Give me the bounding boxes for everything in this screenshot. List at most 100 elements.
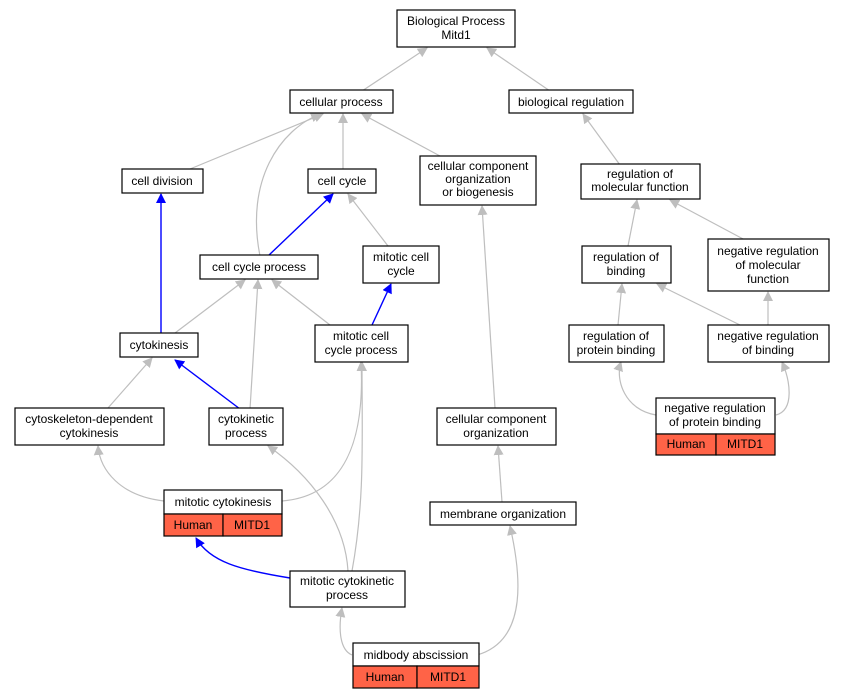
node-cytokinesis[interactable]: cytokinesis	[119, 332, 199, 358]
node-label-line: negative regulation	[664, 401, 765, 415]
node-label-line: cycle process	[325, 343, 398, 357]
edge-cytoskeleton-dep-to-cytokinesis	[107, 357, 153, 409]
node-regulation-molecular-function[interactable]: regulation of molecular function	[580, 163, 701, 200]
edge-cytokinetic-process-to-cell-cycle-process	[249, 279, 263, 410]
annotation-gene: MITD1	[430, 670, 466, 684]
edge-cell-comp-org-to-ccob	[477, 205, 496, 409]
node-biological-regulation[interactable]: biological regulation	[508, 89, 634, 114]
node-label-line: negative regulation	[717, 244, 818, 258]
edge-cellular-process-to-biological-process	[361, 47, 428, 92]
annotation-gene-cell	[416, 665, 480, 689]
edge-mitotic-cell-cycle-process-to-cell-cycle-process	[271, 279, 331, 326]
node-label-line: mitotic cell	[373, 250, 429, 264]
node-cellular-component-org-biogenesis[interactable]: cellular component organization or bioge…	[419, 155, 537, 206]
node-label-line: of protein binding	[669, 415, 761, 429]
edge-midbody-to-mitotic-cytokinetic	[335, 607, 353, 656]
node-label-line: of binding	[742, 343, 794, 357]
node-label-line: cytoskeleton-dependent	[25, 412, 153, 426]
node-regulation-protein-binding[interactable]: regulation of protein binding	[568, 324, 665, 363]
edge-mitotic-cytokinetic-to-mitotic-cytokinesis	[195, 537, 291, 579]
node-label-line: cytokinesis	[130, 338, 189, 352]
node-label-line: cellular component	[446, 412, 547, 426]
node-label-line: biological regulation	[518, 95, 624, 109]
edge-cytokinetic-process-to-cytokinesis	[174, 359, 241, 410]
node-cellular-process[interactable]: cellular process	[289, 89, 394, 114]
node-regulation-binding[interactable]: regulation of binding	[581, 245, 672, 284]
node-label-line: regulation of	[583, 329, 650, 343]
node-label-line: regulation of	[593, 250, 660, 264]
edge-mitotic-cytokinesis-to-cytoskeleton-dep	[93, 445, 165, 502]
edge-regulation-protein-binding-to-regulation-binding	[616, 283, 627, 326]
edge-midbody-to-membrane-org	[476, 525, 519, 656]
node-cellular-component-organization[interactable]: cellular component organization	[436, 407, 557, 446]
node-cell-cycle-process[interactable]: cell cycle process	[199, 254, 319, 280]
node-label-line: process	[326, 588, 368, 602]
node-biological-process[interactable]: Biological Process Mitd1	[396, 9, 516, 48]
edge-regulation-binding-to-reg-molecular-function	[627, 199, 641, 247]
edge-membrane-org-to-cell-comp-org	[493, 445, 504, 503]
node-cell-division[interactable]: cell division	[121, 168, 204, 194]
node-mitotic-cytokinetic-process[interactable]: mitotic cytokinetic process	[289, 570, 406, 608]
edge-mitotic-ccp-to-mitotic-cell-cycle	[371, 283, 392, 326]
node-label-line: mitotic cytokinesis	[175, 495, 272, 509]
node-label-line: cytokinetic	[218, 412, 274, 426]
node-label-line: molecular function	[591, 180, 688, 194]
node-membrane-organization[interactable]: membrane organization	[429, 501, 577, 526]
node-neg-reg-molecular-function[interactable]: negative regulation of molecular functio…	[707, 238, 830, 292]
highlight-edges	[156, 193, 392, 579]
node-label-line: negative regulation	[717, 329, 818, 343]
node-label-line: of molecular	[735, 258, 800, 272]
node-label-line: cell cycle	[318, 174, 367, 188]
node-neg-reg-binding[interactable]: negative regulation of binding	[707, 324, 830, 363]
edge-cell-cycle-process-to-cell-cycle	[267, 193, 334, 257]
annotation-gene: MITD1	[234, 518, 270, 532]
node-label-line: organization	[463, 426, 528, 440]
node-label-line: midbody abscission	[364, 648, 469, 662]
node-midbody-abscission[interactable]: midbody abscission Human MITD1	[352, 642, 480, 689]
edges	[93, 47, 791, 656]
edge-neg-reg-molecular-function-to-reg-molecular-function	[669, 199, 746, 241]
node-label-line: process	[225, 426, 267, 440]
node-label-line: cytokinesis	[60, 426, 119, 440]
annotation-species: Human	[366, 670, 405, 684]
node-label-line: or biogenesis	[442, 185, 513, 199]
edge-cell-division-to-cellular-process	[189, 112, 324, 170]
edge-neg-reg-binding-to-regulation-binding	[656, 283, 741, 326]
annotation-gene-cell	[715, 433, 776, 456]
edge-biological-regulation-to-biological-process	[486, 47, 551, 92]
edge-reg-molecular-function-to-biological-regulation	[582, 113, 621, 166]
annotation-species: Human	[667, 437, 706, 451]
node-label-line: cellular process	[299, 95, 382, 109]
edge-cell-cycle-process-to-cellular-process	[255, 112, 321, 257]
node-cytoskeleton-dependent-cytokinesis[interactable]: cytoskeleton-dependent cytokinesis	[14, 407, 165, 446]
node-label-line: Mitd1	[441, 28, 471, 42]
edge-neg-reg-protein-binding-to-neg-reg-binding	[775, 361, 791, 416]
node-label-line: mitotic cell	[333, 329, 389, 343]
node-label-line: cell cycle process	[212, 260, 306, 274]
node-label-line: mitotic cytokinetic	[300, 574, 394, 588]
annotation-species: Human	[174, 518, 213, 532]
node-label-line: function	[747, 272, 789, 286]
node-label-line: protein binding	[577, 343, 656, 357]
node-label-line: organization	[445, 172, 510, 186]
node-mitotic-cell-cycle[interactable]: mitotic cell cycle	[362, 245, 440, 284]
edge-mitotic-cell-cycle-to-cell-cycle	[347, 193, 389, 247]
node-mitotic-cytokinesis[interactable]: mitotic cytokinesis Human MITD1	[163, 489, 283, 537]
node-mitotic-cell-cycle-process[interactable]: mitotic cell cycle process	[314, 324, 409, 363]
nodes: Biological Process Mitd1 cellular proces…	[14, 9, 830, 689]
node-cytokinetic-process[interactable]: cytokinetic process	[208, 407, 284, 446]
edge-mitotic-cytokinetic-to-mitotic-ccp	[351, 361, 368, 572]
edge-neg-reg-protein-binding-to-regulation-protein-binding	[613, 361, 657, 416]
node-label-line: cycle	[387, 264, 415, 278]
node-label-line: Biological Process	[407, 14, 505, 28]
edge-ccob-to-cellular-process	[361, 113, 441, 157]
node-cell-cycle[interactable]: cell cycle	[307, 168, 377, 194]
node-label-line: regulation of	[607, 167, 674, 181]
edge-mitotic-cytokinesis-to-mitotic-ccp	[281, 361, 367, 502]
node-label-line: binding	[607, 264, 646, 278]
node-label-line: membrane organization	[440, 507, 566, 521]
node-neg-reg-protein-binding[interactable]: negative regulation of protein binding H…	[655, 397, 776, 456]
node-label-line: cellular component	[428, 159, 529, 173]
edge-cytokinesis-to-cell-cycle-process	[174, 279, 246, 334]
